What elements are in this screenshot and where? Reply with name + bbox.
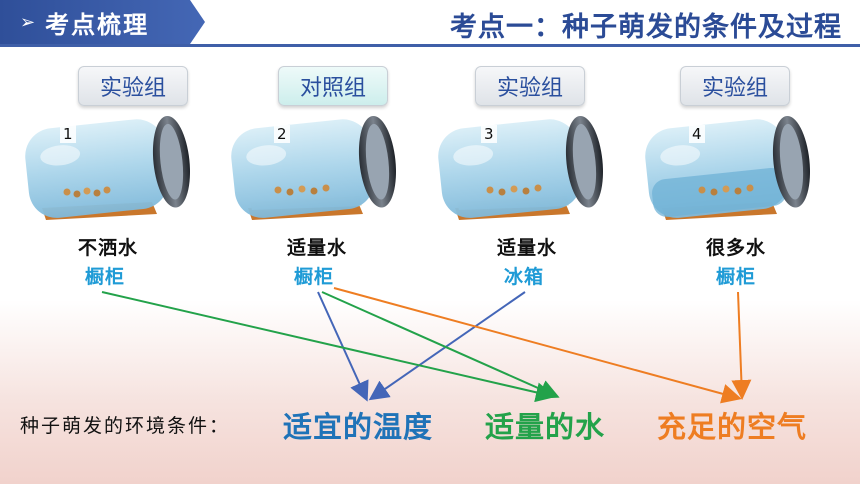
jar-number-2: 2 <box>274 125 290 143</box>
page-title: 考点一：种子萌发的条件及过程 <box>450 12 842 43</box>
condition-1: 不洒水 <box>77 237 138 259</box>
jar-4-icon <box>645 115 810 220</box>
group-tag-3: 实验组 <box>475 66 585 106</box>
jar-number-4: 4 <box>689 125 705 143</box>
group-tag-1: 实验组 <box>78 66 188 106</box>
section-tab: ➢ 考点梳理 <box>0 0 205 44</box>
factor-temperature: 适宜的温度 <box>283 410 434 444</box>
conclusion-label: 种子萌发的环境条件： <box>20 415 231 437</box>
jar-number-3: 3 <box>481 125 497 143</box>
condition-4: 很多水 <box>705 237 766 259</box>
arrow-right-icon: ➢ <box>20 11 36 33</box>
group-tag-4: 实验组 <box>680 66 790 106</box>
jar-3-icon <box>438 115 603 220</box>
jar-1-icon <box>25 115 190 220</box>
place-2: 橱柜 <box>293 266 334 288</box>
factor-water: 适量的水 <box>485 410 606 444</box>
group-tag-2: 对照组 <box>278 66 388 106</box>
condition-2: 适量水 <box>286 237 347 259</box>
factor-air: 充足的空气 <box>657 410 808 444</box>
background-wash <box>0 300 860 484</box>
jar-number-1: 1 <box>60 125 76 143</box>
place-3: 冰箱 <box>503 266 544 288</box>
place-4: 橱柜 <box>715 266 756 288</box>
place-1: 橱柜 <box>84 266 125 288</box>
condition-3: 适量水 <box>496 237 557 259</box>
section-label: 考点梳理 <box>45 10 150 39</box>
jar-2-icon <box>231 115 396 220</box>
